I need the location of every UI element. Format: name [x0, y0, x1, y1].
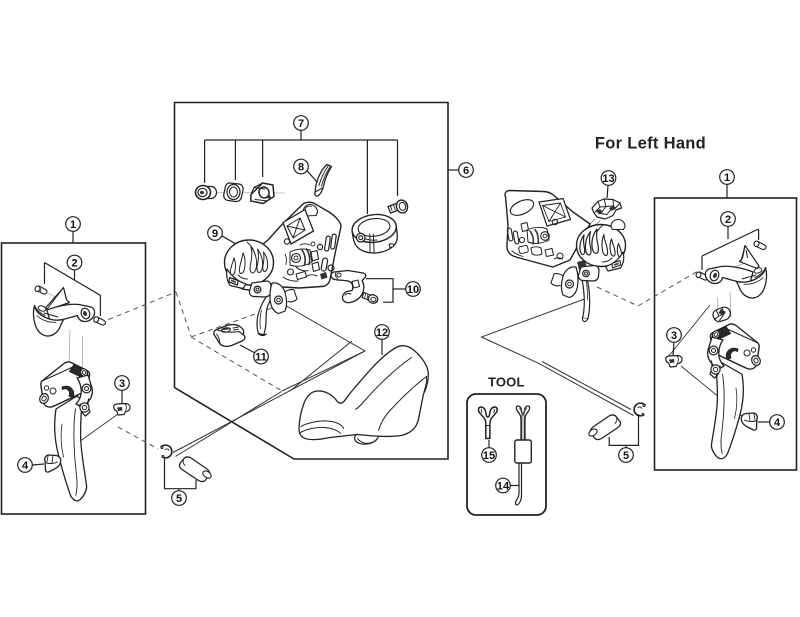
svg-text:14: 14: [497, 481, 510, 493]
svg-text:5: 5: [623, 450, 629, 462]
svg-text:4: 4: [22, 460, 29, 472]
svg-text:10: 10: [407, 284, 419, 296]
svg-text:TOOL: TOOL: [488, 375, 525, 390]
svg-text:2: 2: [725, 214, 731, 226]
svg-text:12: 12: [376, 327, 388, 339]
svg-text:8: 8: [298, 162, 304, 174]
svg-text:9: 9: [212, 228, 218, 240]
svg-text:4: 4: [774, 417, 781, 429]
svg-text:13: 13: [602, 173, 614, 185]
svg-text:3: 3: [119, 378, 125, 390]
svg-text:5: 5: [176, 493, 182, 505]
svg-text:1: 1: [724, 172, 730, 184]
svg-text:3: 3: [671, 330, 677, 342]
svg-text:6: 6: [463, 165, 469, 177]
svg-text:15: 15: [483, 450, 495, 462]
svg-text:7: 7: [298, 118, 304, 130]
svg-text:1: 1: [70, 219, 76, 231]
svg-text:11: 11: [255, 352, 267, 364]
svg-text:For Left Hand: For Left Hand: [595, 135, 706, 153]
svg-text:2: 2: [71, 258, 77, 270]
